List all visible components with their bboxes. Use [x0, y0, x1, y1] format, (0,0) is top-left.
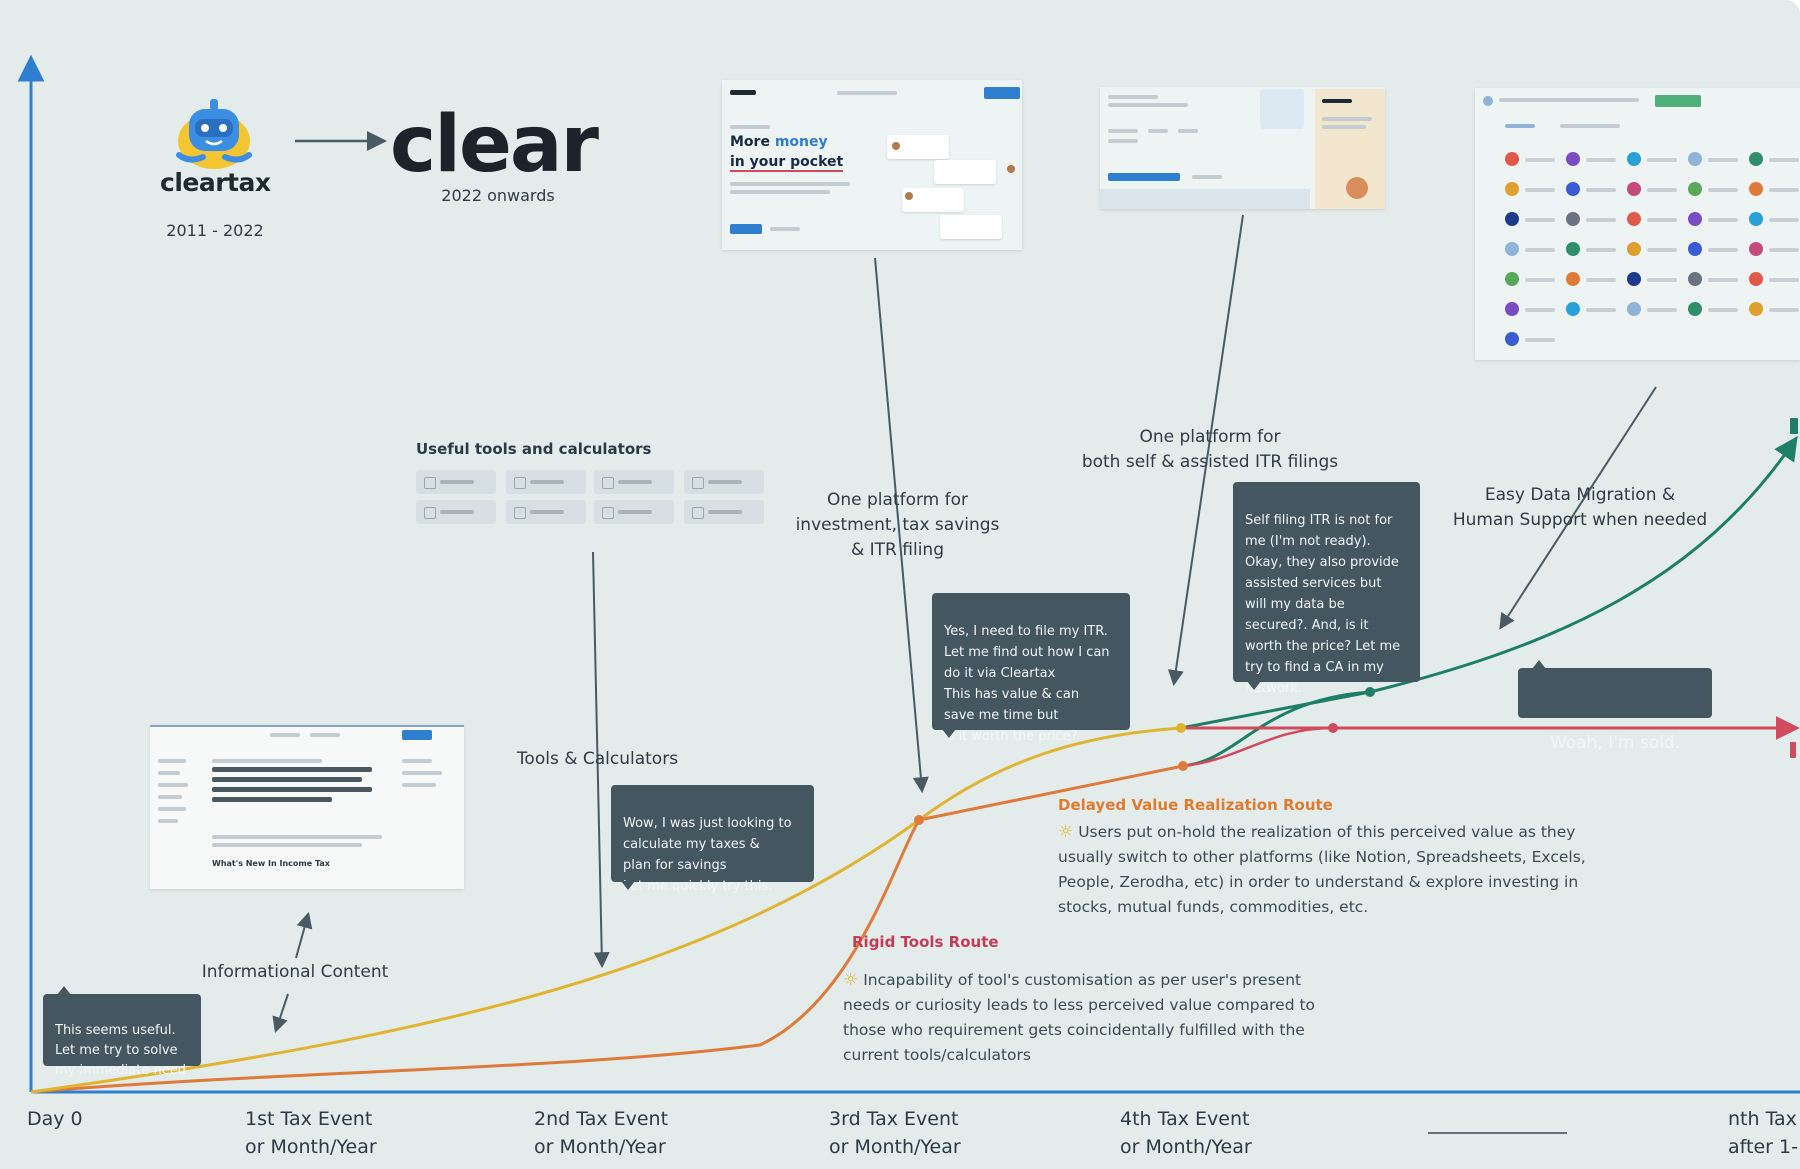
broker-logo-tile — [1749, 150, 1800, 172]
route-title-rigid: Rigid Tools Route — [852, 933, 999, 951]
label-informational-content: Informational Content — [201, 962, 389, 982]
junction-dot — [1328, 723, 1338, 733]
broker-logo-tile — [1688, 210, 1754, 232]
hero-headline: More money in your pocket — [730, 134, 844, 172]
thought-bubble-tools: Wow, I was just looking to calculate my … — [611, 785, 814, 894]
broker-logo-tile — [1566, 150, 1632, 172]
broker-logo-tile — [1566, 300, 1632, 322]
junction-dot — [914, 815, 924, 825]
broker-logo-tile — [1688, 270, 1754, 292]
lightbulb-icon: ☼ — [1058, 822, 1074, 842]
curve-orange-rigid — [30, 764, 1184, 1094]
lightbulb-icon: ☼ — [843, 970, 859, 990]
broker-logo-tile — [1688, 180, 1754, 202]
broker-logo-tile — [1566, 180, 1632, 202]
broker-logo-tile — [1749, 180, 1800, 202]
broker-logo-tile — [1505, 150, 1571, 172]
x-label-nth: nth Tax after 1- — [1728, 1108, 1798, 1158]
broker-logo-tile — [1627, 150, 1693, 172]
broker-logo-tile — [1627, 240, 1693, 262]
broker-logo-tile — [1566, 270, 1632, 292]
broker-logo-tile — [1566, 210, 1632, 232]
migration-screenshot — [1475, 88, 1800, 360]
x-label-day0: Day 0 — [27, 1108, 83, 1130]
informational-arrow-up — [295, 911, 313, 959]
broker-logo-tile — [1505, 270, 1571, 292]
broker-logo-tile — [1505, 330, 1571, 352]
investment-arrow — [874, 257, 929, 794]
broker-logo-tile — [1749, 240, 1800, 262]
thought-bubble-itr: Yes, I need to file my ITR. Let me find … — [932, 593, 1130, 744]
broker-logo-tile — [1627, 210, 1693, 232]
label-tools-calculators: Tools & Calculators — [516, 749, 679, 769]
broker-logo-tile — [1749, 210, 1800, 232]
broker-logo-tile — [1505, 300, 1571, 322]
clear-wordmark: clear — [390, 100, 599, 190]
junction-dot — [1178, 761, 1188, 771]
broker-logo-tile — [1688, 300, 1754, 322]
cleartax-years: 2011 - 2022 — [166, 221, 264, 240]
junction-dot — [1176, 723, 1186, 733]
article-screenshot: What's New In Income Tax — [150, 725, 464, 889]
route-title-delayed: Delayed Value Realization Route — [1058, 796, 1333, 814]
broker-logo-tile — [1688, 150, 1754, 172]
broker-logo-tile — [1749, 300, 1800, 322]
broker-logo-tile — [1749, 270, 1800, 292]
broker-logo-tile — [1627, 270, 1693, 292]
label-easy-data-migration: Easy Data Migration & Human Support when… — [1452, 485, 1708, 530]
migration-arrow — [1499, 386, 1657, 630]
route-text-rigid: ☼ Incapability of tool's customisation a… — [843, 970, 1316, 1064]
label-one-platform-itr: One platform for both self & assisted IT… — [1081, 427, 1339, 472]
cleartax-wordmark: cleartax — [160, 168, 271, 197]
route-text-delayed: ☼ Users put on-hold the realization of t… — [1058, 822, 1586, 916]
homepage-screenshot: More money in your pocket — [722, 80, 1022, 250]
thought-bubble-sold: Woah, I'm sold. — [1518, 660, 1712, 753]
tools-screenshot-title: Useful tools and calculators — [416, 440, 652, 458]
tools-arrow — [592, 551, 610, 969]
tools-screenshot — [416, 466, 766, 528]
curve-green-success — [1180, 436, 1798, 730]
article-title: What's New In Income Tax — [212, 859, 330, 868]
broker-logo-tile — [1688, 240, 1754, 262]
x-label-2nd: 2nd Tax Event or Month/Year — [534, 1108, 669, 1158]
edge-marker-green — [1790, 418, 1798, 434]
broker-logo-tile — [1505, 240, 1571, 262]
broker-logo-tile — [1627, 300, 1693, 322]
cleartax-mascot-icon — [176, 99, 252, 169]
thought-bubble-self-filing: Self filing ITR is not for me (I'm not r… — [1233, 482, 1420, 696]
broker-logo-tile — [1505, 180, 1571, 202]
x-label-1st: 1st Tax Event or Month/Year — [245, 1108, 377, 1158]
itr-screenshot — [1100, 87, 1385, 209]
edge-marker-red — [1790, 742, 1796, 758]
x-label-4th: 4th Tax Event or Month/Year — [1120, 1108, 1252, 1158]
clear-years: 2022 onwards — [441, 186, 555, 205]
curve-yellow-main — [30, 726, 1182, 1094]
x-label-3rd: 3rd Tax Event or Month/Year — [829, 1108, 961, 1158]
broker-logo-tile — [1505, 210, 1571, 232]
junction-dot — [1365, 687, 1375, 697]
itr-arrow — [1167, 214, 1244, 687]
thought-bubble-day0: This seems useful. Let me try to solve m… — [43, 986, 201, 1078]
informational-arrow-down — [272, 993, 289, 1034]
broker-logo-tile — [1566, 240, 1632, 262]
label-one-platform-investment: One platform for investment, tax savings… — [795, 490, 1000, 560]
curve-green-branch — [1182, 690, 1371, 768]
broker-logo-tile — [1627, 180, 1693, 202]
